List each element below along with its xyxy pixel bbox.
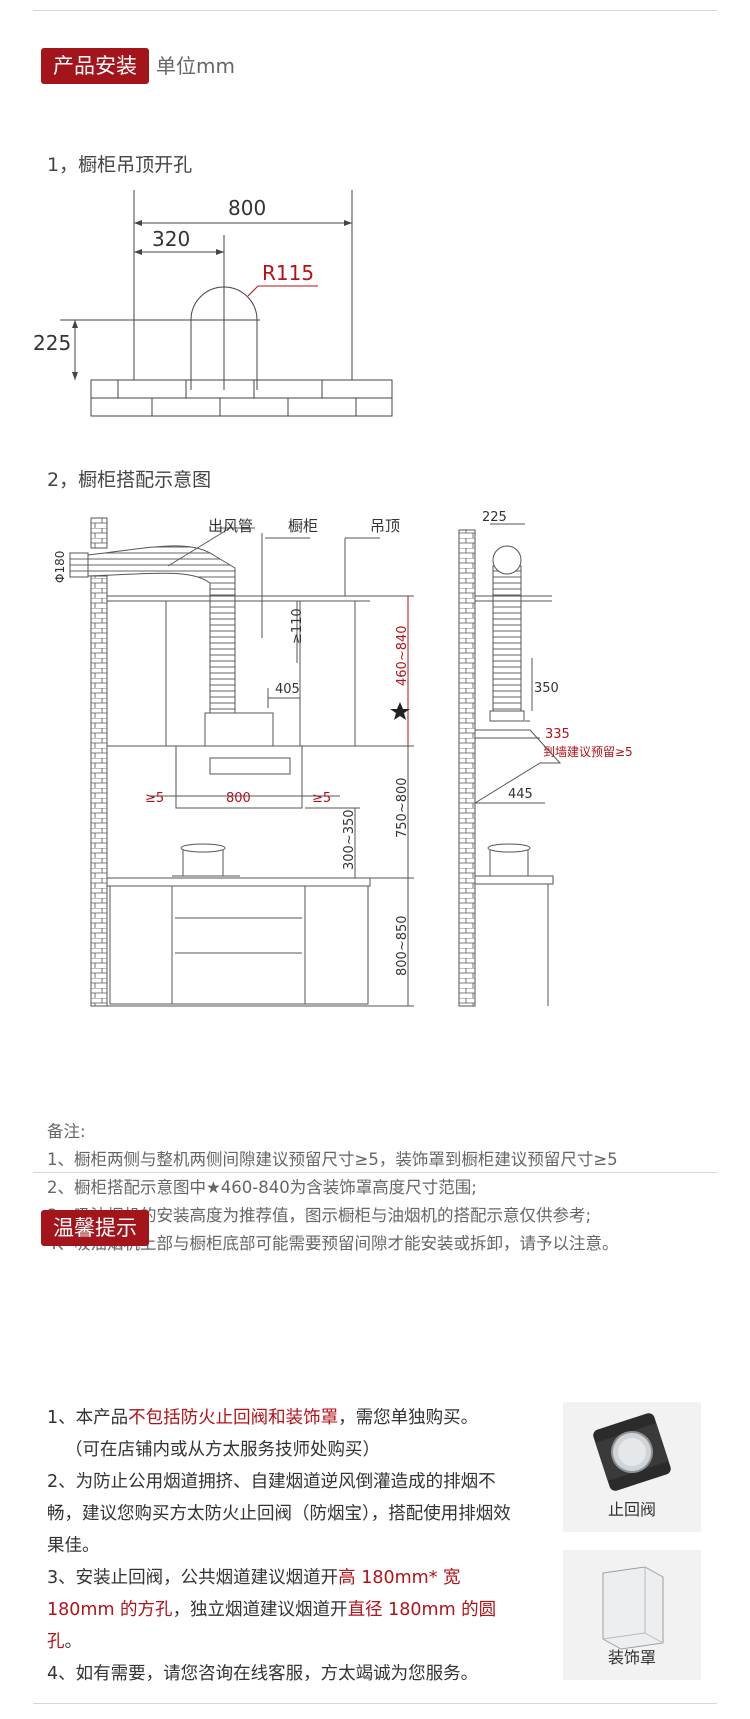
- left-wall: [90, 575, 108, 1007]
- check-valve-icon: [593, 1413, 671, 1491]
- base-cabinet: [106, 877, 414, 1007]
- label-duct: 出风管: [208, 517, 253, 535]
- dim-pot-height: 300~350: [342, 809, 357, 870]
- dim-405: 405: [275, 682, 300, 697]
- dim-hood-width: 800: [226, 791, 251, 806]
- label-ceiling: 吊顶: [370, 517, 400, 535]
- section-divider: [33, 1172, 717, 1173]
- dim-hood-height: 750~800: [395, 777, 410, 838]
- dim-gap-left: ≥5: [145, 791, 164, 806]
- valve-label: 止回阀: [607, 1500, 656, 1519]
- tip-3: 3、安装止回阀，公共烟道建议烟道开高 180mm* 宽 180mm 的方孔，独立…: [47, 1568, 497, 1652]
- dim-side-445: 445: [508, 787, 533, 802]
- dim-r115: R115: [262, 261, 314, 285]
- product-cover: 装饰罩: [563, 1550, 701, 1680]
- brick-wall: [90, 379, 393, 417]
- side-wall: [458, 529, 476, 1007]
- dim-800: 800: [228, 196, 266, 220]
- side-duct: [489, 545, 525, 722]
- dim-diameter: Φ180: [53, 551, 67, 583]
- label-cabinet: 橱柜: [288, 517, 318, 535]
- ceiling-opening-diagram: 800 320 R115 225: [33, 190, 393, 417]
- top-divider: [33, 10, 717, 11]
- dim-side-225: 225: [482, 510, 507, 525]
- unit-label: 单位mm: [156, 54, 235, 78]
- star-mark: [390, 702, 410, 720]
- cover-label: 装饰罩: [607, 1648, 656, 1667]
- cooktop: [172, 843, 240, 877]
- dim-225: 225: [33, 331, 71, 355]
- tip-2: 2、为防止公用烟道拥挤、自建烟道逆风倒灌造成的排烟不畅，建议您购买方太防火止回阀…: [47, 1472, 511, 1556]
- notes: 备注: 1、橱柜两侧与整机两侧间隙建议预留尺寸≥5，装饰罩到橱柜建议预留尺寸≥5…: [47, 1118, 619, 1258]
- tip-4: 4、如有需要，请您咨询在线客服，方太竭诚为您服务。: [47, 1664, 479, 1684]
- range-hood: [175, 712, 303, 809]
- tip-1: 1、本产品不包括防火止回阀和装饰罩，需您单独购买。: [47, 1408, 479, 1428]
- dim-side-350: 350: [534, 681, 559, 696]
- tips-tag: 温馨提示: [41, 1210, 149, 1246]
- step2-heading: 2，橱柜搭配示意图: [47, 469, 212, 491]
- dim-320: 320: [152, 227, 190, 251]
- product-valve: 止回阀: [563, 1402, 701, 1532]
- tip-1-note: （可在店铺内或从方太服务技师处购买）: [65, 1440, 380, 1460]
- note-item: 1、橱柜两侧与整机两侧间隙建议预留尺寸≥5，装饰罩到橱柜建议预留尺寸≥5: [47, 1150, 618, 1169]
- install-tag: 产品安装: [41, 48, 149, 84]
- note-item: 4、吸油烟机上部与橱柜底部可能需要预留间隙才能安装或拆卸，请予以注意。: [47, 1234, 619, 1253]
- dim-side-335: 335: [545, 727, 570, 742]
- dim-range-red: 460~840: [395, 625, 410, 686]
- tips-text: 1、本产品不包括防火止回阀和装饰罩，需您单独购买。 （可在店铺内或从方太服务技师…: [47, 1402, 517, 1690]
- step1-heading: 1，橱柜吊顶开孔: [47, 154, 193, 176]
- note-item: 3、吸油烟机的安装高度为推荐值，图示橱柜与油烟机的搭配示意仅供参考;: [47, 1206, 592, 1225]
- decorative-cover-icon: [602, 1566, 664, 1650]
- wall-note: 到墙建议预留≥5: [543, 745, 633, 759]
- note-item: 2、橱柜搭配示意图中★460-840为含装饰罩高度尺寸范围;: [47, 1178, 477, 1197]
- cabinet-layout-diagram: 出风管 橱柜 吊顶 Φ180 ≥110 405 460~840 ≥5 800 ≥…: [53, 510, 633, 1007]
- dim-counter-height: 800~850: [395, 915, 410, 976]
- dim-gap-right: ≥5: [312, 791, 331, 806]
- dim-gap-top: ≥110: [290, 608, 305, 644]
- notes-title: 备注:: [47, 1122, 86, 1141]
- bottom-divider: [33, 1703, 717, 1704]
